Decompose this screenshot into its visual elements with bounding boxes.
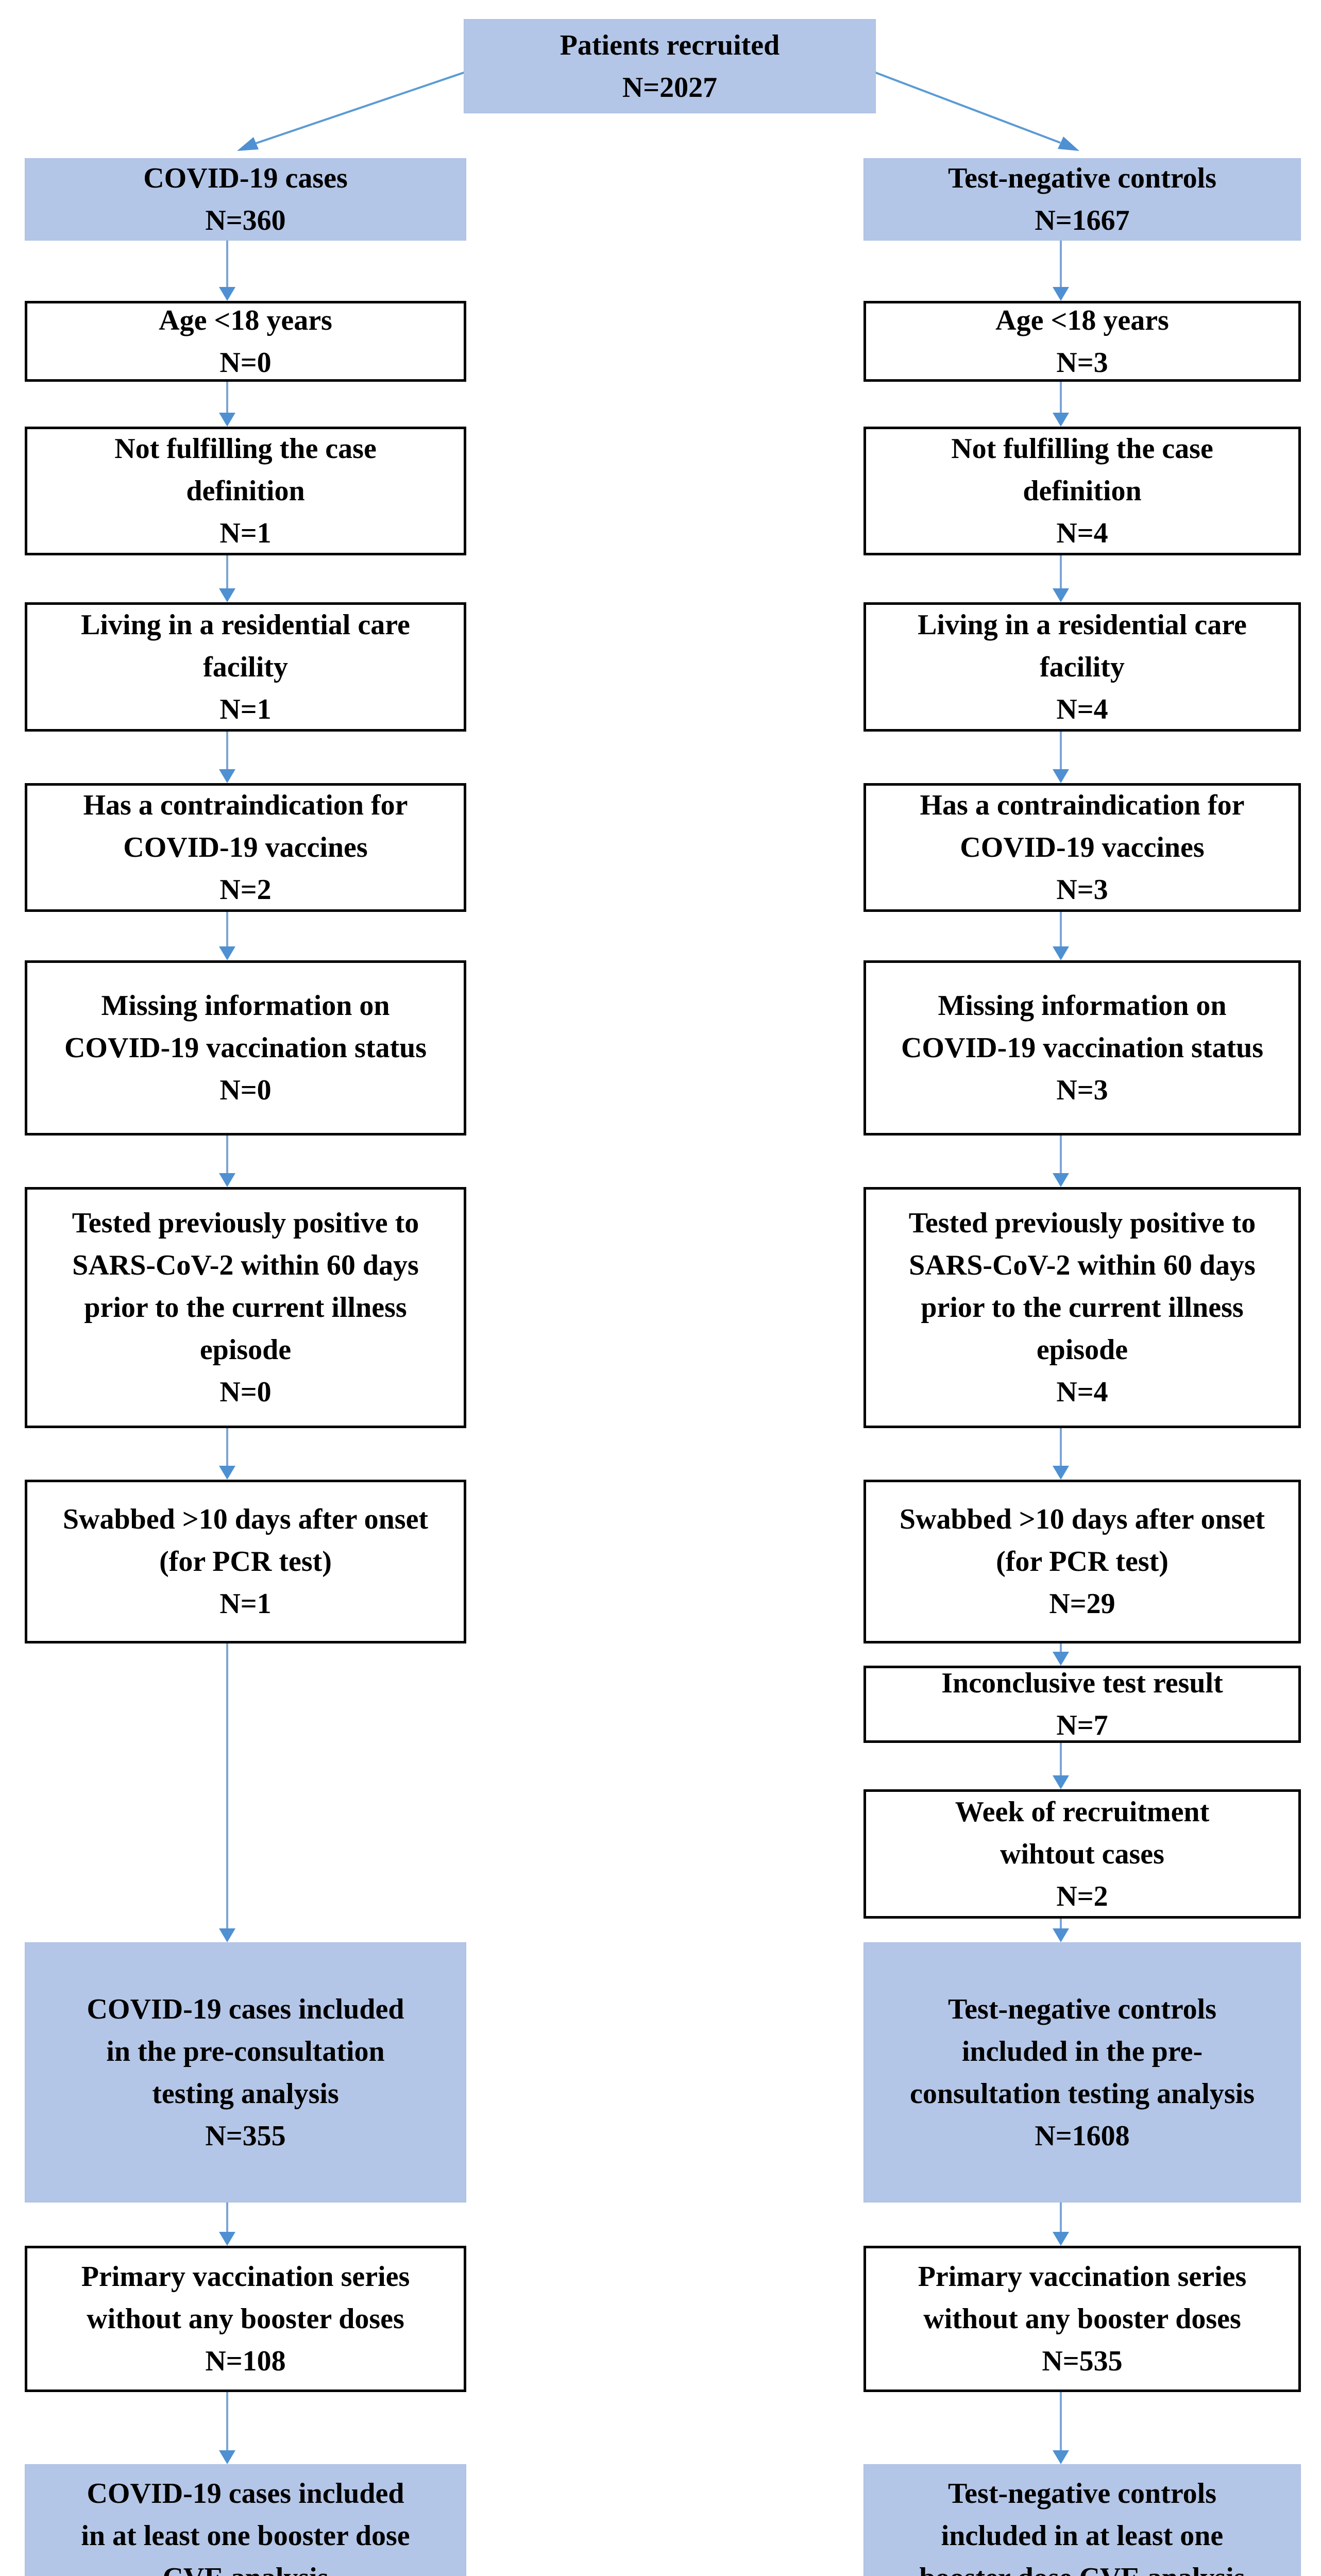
arrow-head-icon [1053,1173,1069,1187]
arrow-head-icon [1053,2450,1069,2464]
branch-arrow-left-head-icon [237,137,259,151]
branch-arrow-right-line [874,71,1061,144]
down-arrow [1052,1919,1070,1942]
arrow-head-icon [219,413,235,427]
right-contraindication-box: Has a contraindication for COVID-19 vacc… [863,783,1301,912]
arrow-head-icon [1053,769,1069,783]
down-arrow [1052,555,1070,602]
test-negative-controls-box: Test-negative controls N=1667 [863,158,1301,241]
right-residential-care-box: Living in a residential care facility N=… [863,602,1301,732]
left-booster-cve-box: COVID-19 cases included in at least one … [25,2464,466,2576]
down-arrow [218,382,236,427]
left-previous-positive-box: Tested previously positive to SARS-CoV-2… [25,1187,466,1428]
arrow-head-icon [1053,1652,1069,1666]
down-arrow [218,1428,236,1480]
down-arrow [1052,1136,1070,1187]
arrow-head-icon [1053,588,1069,602]
arrow-head-icon [1053,413,1069,427]
covid19-cases-box: COVID-19 cases N=360 [25,158,466,241]
right-inconclusive-result-box: Inconclusive test result N=7 [863,1666,1301,1743]
arrow-head-icon [1053,1775,1069,1789]
right-week-without-cases-box: Week of recruitment wihtout cases N=2 [863,1789,1301,1919]
arrow-head-icon [1053,1466,1069,1480]
right-case-definition-box: Not fulfilling the case definition N=4 [863,427,1301,555]
down-arrow [1052,1743,1070,1789]
down-arrow [1052,732,1070,783]
down-arrow [218,555,236,602]
down-arrow [218,732,236,783]
patients-recruited-box: Patients recruited N=2027 [464,19,876,113]
left-primary-series-box: Primary vaccination series without any b… [25,2246,466,2392]
right-pre-consultation-analysis-box: Test-negative controls included in the p… [863,1942,1301,2202]
arrow-head-icon [1053,287,1069,301]
left-contraindication-box: Has a contraindication for COVID-19 vacc… [25,783,466,912]
branch-arrow-right-head-icon [1058,137,1079,151]
left-swabbed-late-box: Swabbed >10 days after onset (for PCR te… [25,1480,466,1643]
arrow-head-icon [219,2450,235,2464]
down-arrow [1052,2202,1070,2246]
arrow-head-icon [1053,1928,1069,1942]
arrow-head-icon [219,287,235,301]
arrow-head-icon [219,1173,235,1187]
down-arrow [1052,1428,1070,1480]
down-arrow-long [218,1643,236,1942]
down-arrow [1052,1643,1070,1666]
left-pre-consultation-analysis-box: COVID-19 cases included in the pre-consu… [25,1942,466,2202]
arrow-head-icon [219,588,235,602]
down-arrow [1052,241,1070,301]
down-arrow [1052,912,1070,960]
arrow-head-icon [1053,2232,1069,2246]
left-age-under-18-box: Age <18 years N=0 [25,301,466,382]
down-arrow [218,912,236,960]
down-arrow [218,2392,236,2464]
arrow-head-icon [219,2232,235,2246]
down-arrow [218,1136,236,1187]
left-case-definition-box: Not fulfilling the case definition N=1 [25,427,466,555]
arrow-head-icon [219,1928,235,1942]
arrow-head-icon [1053,946,1069,960]
arrow-head-icon [219,1466,235,1480]
down-arrow [218,2202,236,2246]
branch-arrow-left-line [256,71,466,144]
right-age-under-18-box: Age <18 years N=3 [863,301,1301,382]
arrow-head-icon [219,946,235,960]
down-arrow [218,241,236,301]
down-arrow [1052,2392,1070,2464]
right-missing-vaccination-info-box: Missing information on COVID-19 vaccinat… [863,960,1301,1136]
right-booster-cve-box: Test-negative controls included in at le… [863,2464,1301,2576]
right-swabbed-late-box: Swabbed >10 days after onset (for PCR te… [863,1480,1301,1643]
down-arrow [1052,382,1070,427]
left-missing-vaccination-info-box: Missing information on COVID-19 vaccinat… [25,960,466,1136]
left-residential-care-box: Living in a residential care facility N=… [25,602,466,732]
arrow-head-icon [219,769,235,783]
right-previous-positive-box: Tested previously positive to SARS-CoV-2… [863,1187,1301,1428]
right-primary-series-box: Primary vaccination series without any b… [863,2246,1301,2392]
